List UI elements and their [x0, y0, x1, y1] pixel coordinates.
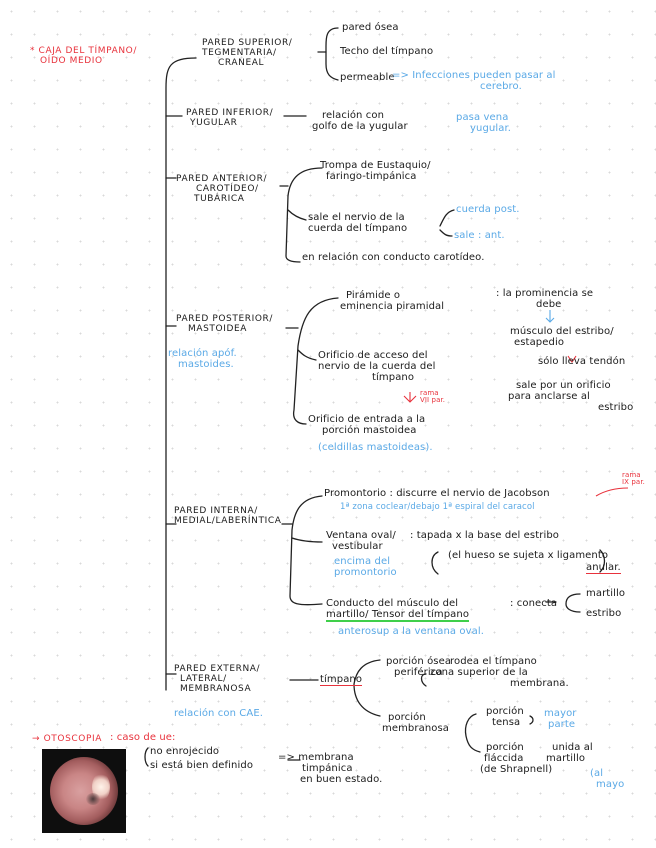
superior-note: => Infecciones pueden pasar al cerebro. [392, 70, 556, 92]
anterior-brace [285, 167, 323, 263]
externa-brace [353, 659, 381, 717]
externa-flacida-note: (al mayo [590, 768, 625, 790]
interna-item-ventana-oval: Ventana oval/ vestibular [326, 530, 396, 552]
posterior-rama-vii: rama VII par. [420, 389, 446, 404]
interna-rama-ix: rama IX par. [622, 471, 645, 486]
main-spine [165, 57, 197, 691]
interna-ligamento-anular: anular. [586, 562, 621, 574]
otoscopia-title: : caso de ue: [110, 732, 176, 743]
externa-porcion-membranosa: porción membranosa [382, 712, 450, 734]
posterior-item-orificio-mastoidea: Orificio de entrada a la porción mastoid… [308, 414, 426, 436]
pared-anterior-label: PARED ANTERIOR/ CAROTÍDEO/ TUBÁRICA [176, 174, 268, 204]
externa-porcion-osea: porción ósea periférica [386, 656, 452, 678]
superior-item-pared-osea: pared ósea [342, 22, 399, 33]
otoscopia-result: => membrana timpánica en buen estado. [278, 752, 383, 785]
pared-superior-label: PARED SUPERIOR/ TEGMENTARIA/ CRANEAL [202, 38, 293, 68]
pared-interna-label: PARED INTERNA/ MEDIAL/LABERÍNTICA [174, 506, 282, 526]
umbo-shadow [86, 793, 100, 805]
otoscopia-item-bien-definido: si está bien definido [150, 760, 254, 771]
posterior-celdillas: (celdillas mastoideas). [318, 442, 433, 453]
externa-timpano: tímpano [320, 674, 363, 686]
interna-item-conducto-martillo: Conducto del músculo del martillo/ Tenso… [326, 598, 470, 622]
posterior-solo-tendon: sólo lleva tendón [538, 356, 626, 367]
posterior-prominencia: : la prominencia se debe [496, 288, 594, 310]
externa-tensa-note: mayor parte [544, 708, 577, 730]
superior-item-permeable: permeable [340, 72, 395, 83]
anterior-item-trompa: Trompa de Eustaquio/ faringo-timpánica [320, 160, 431, 182]
posterior-note: relación apóf. mastoides. [168, 348, 237, 370]
anterior-item-cuerda: sale el nervio de la cuerda del tímpano [308, 212, 408, 234]
interna-conecta: : conecta [510, 598, 558, 609]
externa-flacida-desc: unida al martillo [546, 742, 593, 764]
posterior-orificio-anclaje: sale por un orificio para anclarse al es… [508, 380, 634, 413]
otoscopia-item-no-enrojecido: no enrojecido [150, 746, 220, 757]
main-title: * CAJA DEL TÍMPANO/ OÍDO MEDIO [30, 46, 137, 66]
anterior-cuerda-ant: sale : ant. [454, 230, 505, 241]
inferior-item: relación con golfo de la yugular [312, 110, 408, 132]
pared-inferior-label: PARED INFERIOR/ YUGULAR [186, 108, 274, 128]
posterior-musculo-estribo: músculo del estribo/ estapedio [510, 326, 614, 348]
anterior-cuerda-post: cuerda post. [456, 204, 520, 215]
interna-ligamento: (el hueso se sujeta x ligamento [448, 550, 609, 561]
otoscopy-image [42, 749, 126, 833]
interna-ventana-tapada: : tapada x la base del estribo [410, 530, 560, 541]
externa-note: relación con CAE. [174, 708, 264, 719]
posterior-brace [292, 297, 339, 425]
interna-conducto-note: anterosup a la ventana oval. [338, 626, 485, 637]
interna-brace [289, 495, 323, 606]
tympanic-membrane-image [50, 757, 118, 825]
interna-promontorio-note: 1ª zona coclear/debajo 1ª espiral del ca… [340, 502, 535, 512]
interna-target-estribo: estribo [586, 608, 622, 619]
externa-porcion-flacida: porción fláccida (de Shrapnell) [480, 742, 553, 775]
interna-ventana-note: encima del promontorio [334, 556, 397, 578]
interna-item-promontorio: Promontorio : discurre el nervio de Jaco… [324, 488, 550, 499]
interna-target-martillo: martillo [586, 588, 626, 599]
anterior-item-carotideo: en relación con conducto carotídeo. [302, 252, 485, 263]
posterior-item-orificio-cuerda: Orificio de acceso del nervio de la cuer… [318, 350, 436, 383]
otoscopia-label: → OTOSCOPIA [32, 734, 102, 744]
pared-posterior-label: PARED POSTERIOR/ MASTOIDEA [176, 314, 274, 334]
pared-externa-label: PARED EXTERNA/ LATERAL/ MEMBRANOSA [174, 664, 261, 694]
inferior-note: pasa vena yugular. [456, 112, 512, 134]
externa-osea-desc: rodea el tímpano zona superior de la mem… [430, 656, 569, 689]
externa-porcion-tensa: porción tensa [486, 706, 524, 728]
posterior-item-piramide: Pirámide o eminencia piramidal [340, 290, 445, 312]
superior-brace [325, 27, 339, 81]
superior-item-techo: Techo del tímpano [340, 46, 434, 57]
